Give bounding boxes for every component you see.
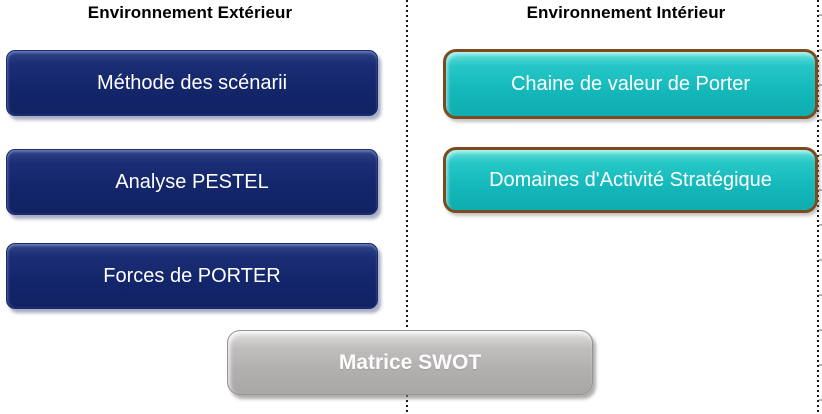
- button-domaines-activite-strategique[interactable]: Domaines d'Activité Stratégique: [443, 147, 818, 213]
- button-label: Matrice SWOT: [338, 350, 482, 374]
- exterior-column-title: Environnement Extérieur: [87, 3, 293, 22]
- button-forces-de-porter[interactable]: Forces de PORTER: [6, 243, 378, 309]
- button-label: Méthode des scénarii: [96, 71, 288, 94]
- button-label: Analyse PESTEL: [115, 170, 269, 193]
- interior-column-title: Environnement Intérieur: [526, 3, 726, 22]
- center-dotted-divider: [406, 0, 408, 414]
- button-label: Domaines d'Activité Stratégique: [489, 168, 772, 191]
- button-analyse-pestel[interactable]: Analyse PESTEL: [6, 149, 378, 215]
- button-label: Chaine de valeur de Porter: [510, 72, 751, 95]
- button-label: Forces de PORTER: [103, 264, 281, 287]
- right-edge-tick-marks: [819, 14, 822, 414]
- button-matrice-swot[interactable]: Matrice SWOT: [227, 330, 593, 395]
- right-edge-dotted-line: [817, 0, 819, 414]
- button-chaine-de-valeur-de-porter[interactable]: Chaine de valeur de Porter: [443, 49, 818, 119]
- button-methode-des-scenarii[interactable]: Méthode des scénarii: [6, 50, 378, 116]
